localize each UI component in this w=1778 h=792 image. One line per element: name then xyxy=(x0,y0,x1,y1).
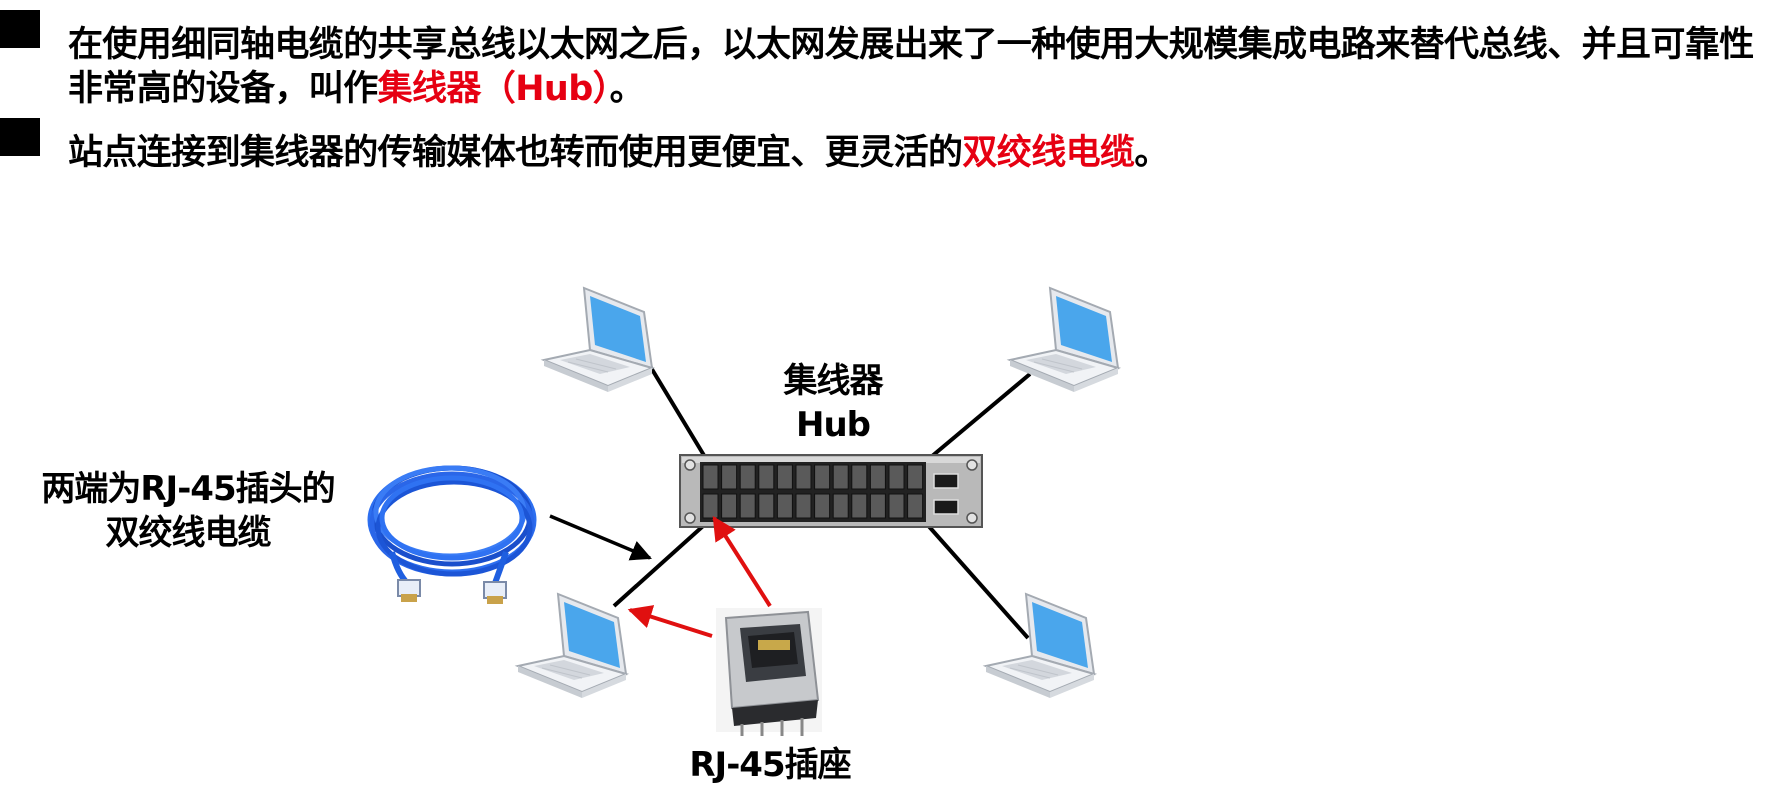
line-bottom-right xyxy=(923,520,1030,640)
bullet-marker-2 xyxy=(0,118,40,156)
bullet-2-highlight: 双绞线电缆 xyxy=(962,133,1135,173)
bullet-1-highlight: 集线器（Hub） xyxy=(377,69,611,109)
laptop-icon-bottom-left xyxy=(517,593,627,699)
cable-pointer-arrow xyxy=(549,514,652,561)
line-top-right xyxy=(923,372,1032,464)
bullet-2-before: 站点连接到集线器的传输媒体也转而使用更便宜、更灵活的 xyxy=(68,133,963,173)
socket-label: RJ-45插座 xyxy=(689,745,851,785)
bullet-text-2: 站点连接到集线器的传输媒体也转而使用更便宜、更灵活的双绞线电缆。 xyxy=(68,131,1762,175)
hub-port xyxy=(907,464,924,490)
hub-port xyxy=(739,493,756,519)
hub-port xyxy=(814,493,831,519)
socket-to-hub-arrow xyxy=(712,515,772,608)
twisted-pair-cable-icon xyxy=(367,465,537,604)
line-bottom-left xyxy=(612,516,714,608)
cable-label-line2: 双绞线电缆 xyxy=(106,513,272,553)
bullet-2-after: 。 xyxy=(1134,133,1169,173)
hub-port xyxy=(888,493,905,519)
hub-device-icon xyxy=(679,454,983,528)
hub-port xyxy=(739,464,756,490)
rj45-socket-icon xyxy=(716,608,822,736)
hub-port xyxy=(776,493,793,519)
hub-port xyxy=(795,493,812,519)
hub-port xyxy=(758,464,775,490)
hub-port xyxy=(869,493,886,519)
hub-port xyxy=(795,464,812,490)
hub-port xyxy=(907,493,924,519)
bullet-text-1: 在使用细同轴电缆的共享总线以太网之后，以太网发展出来了一种使用大规模集成电路来替… xyxy=(68,23,1762,111)
bullet-1-after: 。 xyxy=(609,69,645,109)
hub-port xyxy=(851,493,868,519)
hub-port xyxy=(851,464,868,490)
connection-lines xyxy=(612,364,1032,640)
socket-to-laptop-arrow xyxy=(627,605,713,638)
cable-label-line1: 两端为RJ-45插头的 xyxy=(41,469,334,509)
hub-label: 集线器 xyxy=(783,361,885,401)
bullet-1-before: 在使用细同轴电缆的共享总线以太网之后，以太网发展出来了一种使用大规模集成电路来替… xyxy=(68,25,1754,109)
hub-port xyxy=(814,464,831,490)
hub-port xyxy=(702,464,719,490)
hub-port xyxy=(832,464,849,490)
hub-ports xyxy=(702,464,924,519)
hub-port xyxy=(702,493,719,519)
bullet-marker-1 xyxy=(0,10,40,48)
line-top-left xyxy=(648,364,710,464)
hub-port xyxy=(721,493,738,519)
hub-port xyxy=(758,493,775,519)
laptop-icon-top-left xyxy=(543,287,653,393)
hub-port xyxy=(776,464,793,490)
hub-port xyxy=(721,464,738,490)
hub-port xyxy=(832,493,849,519)
hub-port xyxy=(888,464,905,490)
hub-label-en: Hub xyxy=(796,405,870,445)
hub-port xyxy=(869,464,886,490)
